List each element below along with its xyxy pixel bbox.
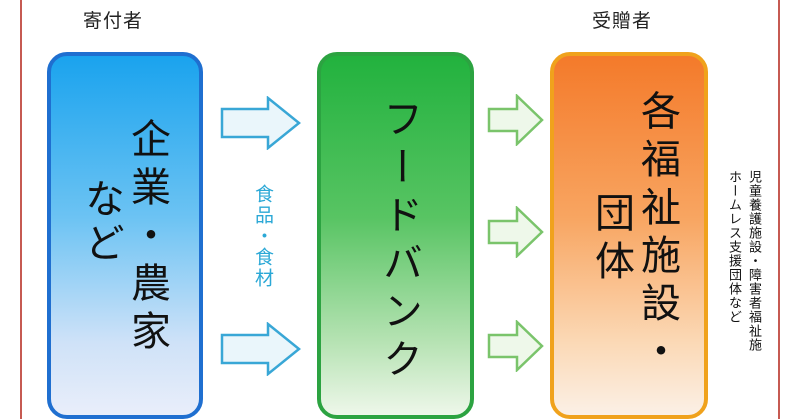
donor-header: 寄付者	[83, 10, 144, 32]
recipient-note-line2: ホームレス支援団体など	[726, 170, 741, 324]
diagram-frame	[20, 0, 780, 419]
donor-line2: など	[78, 178, 124, 266]
flow-arrow-icon	[220, 96, 301, 150]
distribution-arrow-icon	[487, 320, 544, 372]
distribution-arrow-icon	[487, 94, 544, 146]
donor-line1: 企業・農家	[124, 118, 170, 358]
foodbank-label: フードバンク	[376, 98, 422, 386]
flow-arrow-icon	[220, 322, 301, 376]
distribution-arrow-icon	[487, 206, 544, 258]
recipient-note-line1: 児童養護施設・障害者福祉施	[746, 170, 761, 352]
recipient-box	[550, 52, 708, 419]
recipient-line1: 各福祉施設・	[634, 90, 680, 378]
foodbank-box	[317, 52, 474, 419]
recipient-line2: 団体	[588, 192, 634, 288]
recipient-header: 受贈者	[592, 10, 653, 32]
flow-label: 食品・食材	[252, 184, 274, 289]
donor-box	[47, 52, 203, 419]
